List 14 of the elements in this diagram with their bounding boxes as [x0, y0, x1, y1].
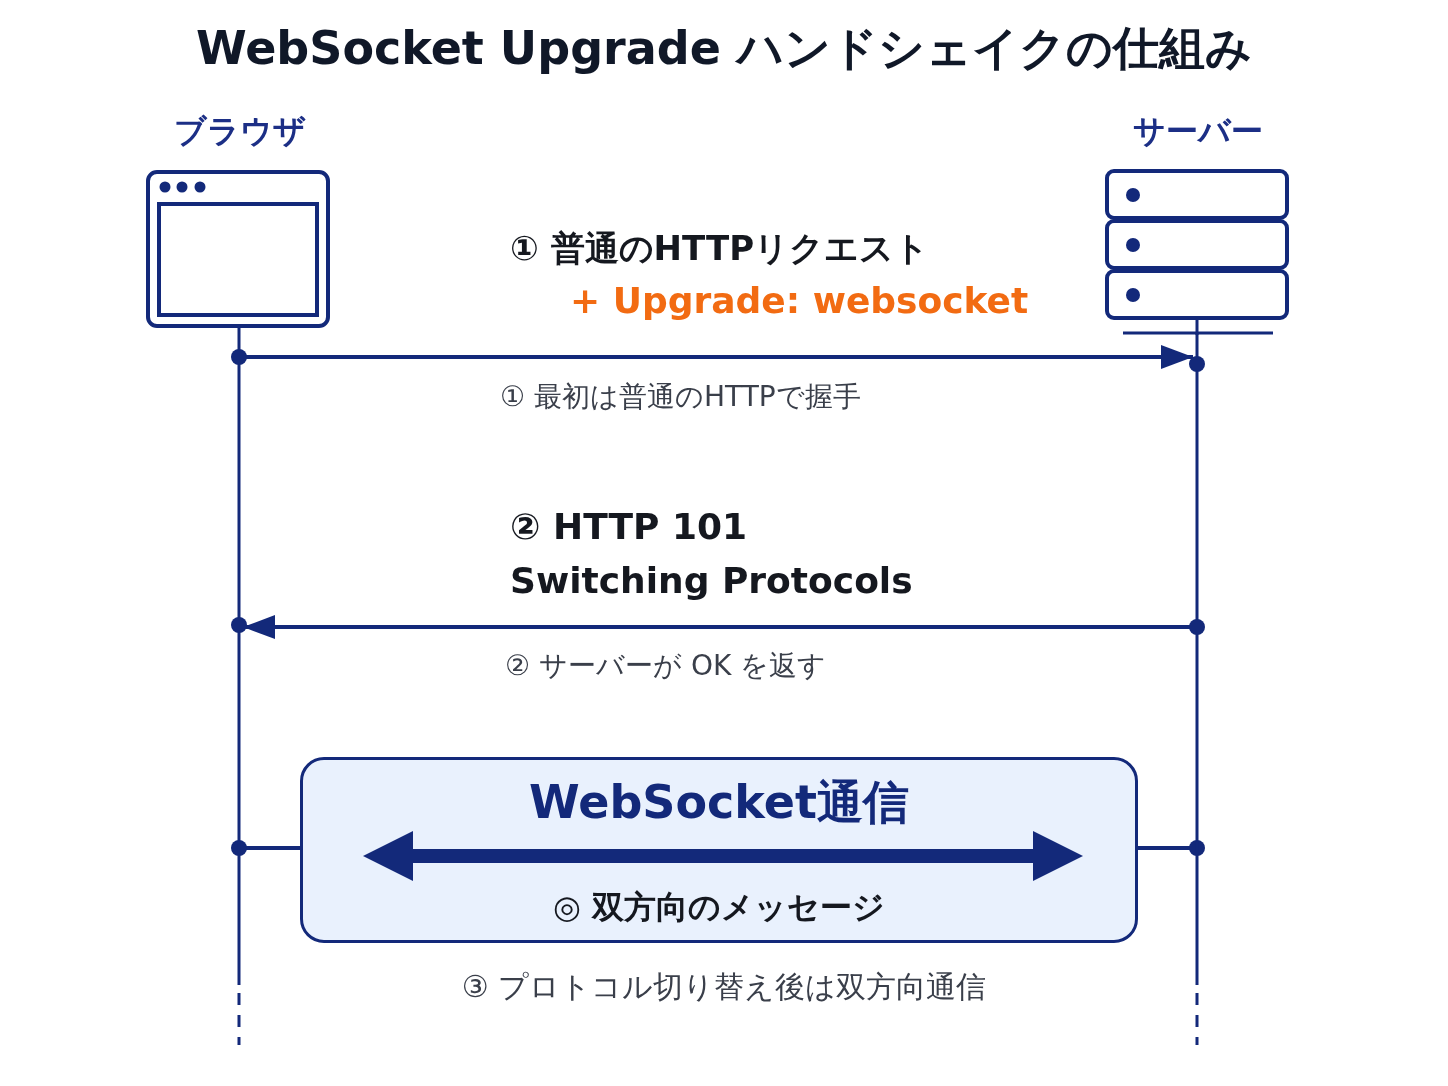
step-caption: ② サーバーが OK を返す	[505, 648, 827, 684]
participant-heading: サーバー	[1131, 111, 1264, 152]
lifeline	[1193, 333, 1201, 1045]
step-caption: ③ プロトコル切り替え後は双方向通信	[460, 968, 988, 1006]
edge-label: ① 普通のHTTPリクエスト	[510, 227, 930, 270]
edge-label: ② HTTP 101 Switching Protocols	[510, 505, 914, 603]
upgrade-header-text: + Upgrade: websocket	[570, 280, 1029, 321]
communication-box	[300, 757, 1138, 943]
title: WebSocket Upgrade ハンドシェイクの仕組み	[195, 20, 1253, 77]
message-text: ◎ 双方向のメッセージ	[551, 887, 887, 928]
participant-heading: ブラウザ	[173, 111, 307, 152]
step-caption: ① 最初は普通のHTTPで握手	[500, 379, 861, 415]
box-title: WebSocket通信	[528, 774, 910, 831]
lifeline	[235, 327, 243, 1045]
